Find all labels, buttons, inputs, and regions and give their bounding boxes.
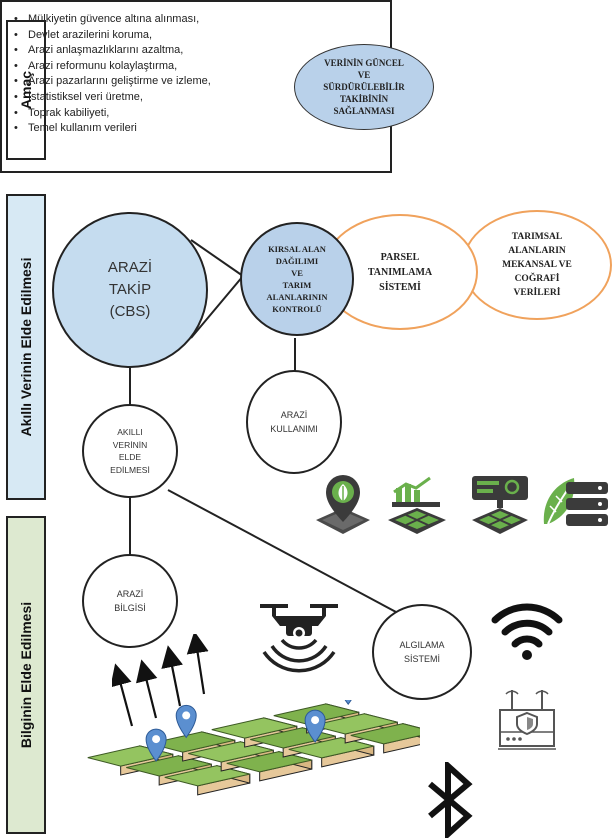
- location-pin-icon: [304, 709, 326, 743]
- drone-icon: [260, 604, 338, 673]
- goal-ellipse-line: SAĞLANMASI: [333, 106, 395, 116]
- tarimsal-line: ALANLARIN: [508, 246, 566, 256]
- goals-box: Mülkiyetin güvence altına alınması, Devl…: [0, 0, 434, 173]
- field-plot: [211, 717, 297, 739]
- location-pin-dot: [182, 711, 191, 720]
- goal-item: İstatistiksel veri üretme,: [14, 90, 211, 106]
- arazi-takip-line: (CBS): [109, 303, 151, 320]
- kirsal-line: ALANLARININ: [266, 292, 328, 302]
- label-akilli-box: Akıllı Verinin Elde Edilmesi: [6, 194, 46, 500]
- arazi-takip-circle: ARAZİ TAKİP (CBS): [52, 212, 208, 368]
- arazi-bilgisi-circle: ARAZİ BİLGİSİ: [82, 554, 178, 648]
- goal-ellipse: VERİNİN GÜNCEL VE SÜRDÜRÜLEBİLİR TAKİBİN…: [294, 44, 434, 130]
- location-pin-dot: [311, 716, 320, 725]
- algilama-line: ALGILAMA: [399, 640, 445, 650]
- goal-item: Mülkiyetin güvence altına alınması,: [14, 12, 211, 28]
- goal-item: Devlet arazilerini koruma,: [14, 28, 211, 44]
- field-plot: [126, 755, 212, 777]
- goal-item: Temel kullanım verileri: [14, 121, 211, 137]
- goal-item: Arazi anlaşmazlıklarını azaltma,: [14, 43, 211, 59]
- parsel-line: TANIMLAMA: [367, 266, 433, 278]
- akilli-verinin-line: AKILLI: [117, 427, 143, 437]
- field-plot: [226, 751, 312, 773]
- tarimsal-line: VERİLERİ: [513, 288, 561, 298]
- akilli-verinin-line: ELDE: [118, 452, 142, 462]
- arazi-takip-line: ARAZİ: [107, 259, 153, 276]
- router-shield-icon: [498, 690, 556, 750]
- goal-item: Arazi reformunu kolaylaştırma,: [14, 59, 211, 75]
- field-plot: [188, 741, 274, 763]
- kirsal-line: TARIM: [282, 280, 312, 290]
- label-bilgi-box: Bilginin Elde Edilmesi: [6, 516, 46, 834]
- arazi-kullanimi-line: KULLANIMI: [270, 424, 318, 434]
- goal-ellipse-line: TAKİBİNİN: [339, 94, 389, 104]
- tarimsal-ellipse: TARIMSAL ALANLARIN MEKANSAL VE COĞRAFİ V…: [462, 210, 612, 320]
- arazi-takip-line: TAKİP: [108, 281, 152, 298]
- arazi-kullanimi-circle: ARAZİ KULLANIMI: [246, 370, 342, 474]
- location-pin-icon: [145, 728, 167, 762]
- leaf-server-icon: [543, 478, 608, 526]
- upward-arrows-icon: [112, 634, 209, 727]
- goal-ellipse-line: VERİNİN GÜNCEL: [324, 58, 404, 68]
- field-plot: [350, 723, 420, 745]
- map-pin-leaf-icon: [316, 475, 370, 534]
- arazi-kullanimi-line: ARAZİ: [280, 410, 308, 420]
- field-plot: [288, 737, 374, 759]
- goal-item: Toprak kabiliyeti,: [14, 106, 211, 122]
- location-pin-icon: [344, 700, 352, 706]
- field-chart-icon: [388, 476, 446, 534]
- kirsal-circle: KIRSAL ALAN DAĞILIMI VE TARIM ALANLARINI…: [240, 222, 354, 336]
- akilli-verinin-line: VERİNİN: [112, 439, 148, 450]
- tarimsal-line: TARIMSAL: [511, 232, 563, 242]
- algilama-circle: ALGILAMA SİSTEMİ: [372, 604, 472, 700]
- field-monitor-icon: [472, 476, 528, 534]
- kirsal-line: KIRSAL ALAN: [268, 244, 326, 254]
- tarimsal-line: MEKANSAL VE: [502, 260, 572, 270]
- wifi-icon: [491, 603, 563, 660]
- goal-ellipse-line: VE: [357, 70, 371, 80]
- goal-ellipse-line: SÜRDÜRÜLEBİLİR: [323, 82, 405, 92]
- bluetooth-icon: [428, 762, 473, 838]
- tarimsal-line: COĞRAFİ: [514, 274, 560, 284]
- arazi-bilgisi-line: ARAZİ: [116, 589, 144, 599]
- location-pin-dot: [152, 735, 161, 744]
- akilli-verinin-line: EDİLMESİ: [110, 464, 150, 475]
- kirsal-line: KONTROLÜ: [272, 304, 322, 314]
- connector-line: [167, 489, 397, 613]
- goals-list: Mülkiyetin güvence altına alınması, Devl…: [14, 12, 211, 137]
- kirsal-line: DAĞILIMI: [275, 256, 319, 266]
- fields-with-pins-icon: [87, 700, 420, 796]
- parsel-line: SİSTEMİ: [379, 281, 421, 293]
- arazi-bilgisi-line: BİLGİSİ: [114, 603, 146, 613]
- field-plot: [164, 765, 250, 787]
- connector-line: [190, 275, 244, 339]
- field-plot: [312, 713, 398, 735]
- parsel-line: PARSEL: [380, 251, 420, 263]
- algilama-line: SİSTEMİ: [403, 654, 440, 664]
- location-pin-icon: [175, 704, 197, 739]
- goal-item: Arazi pazarlarını geliştirme ve izleme,: [14, 74, 211, 90]
- kirsal-line: VE: [291, 268, 303, 278]
- connector-line: [190, 239, 244, 277]
- akilli-verinin-circle: AKILLI VERİNİN ELDE EDİLMESİ: [82, 404, 178, 498]
